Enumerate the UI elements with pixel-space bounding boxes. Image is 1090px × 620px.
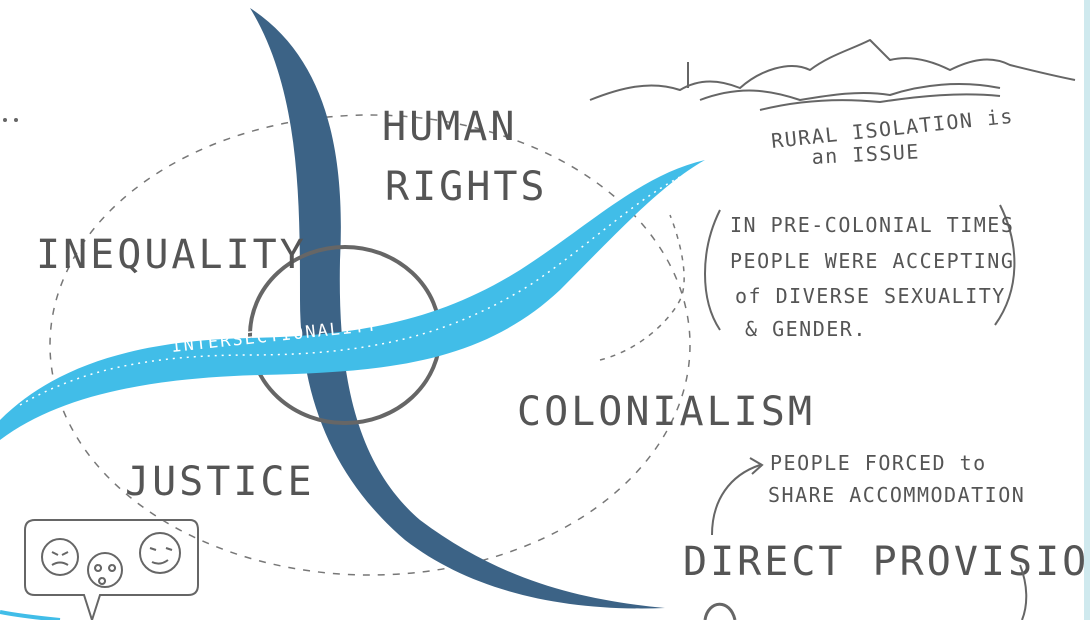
faces-speech-bubble-icon bbox=[24, 519, 199, 620]
direct-provision-bracket bbox=[1019, 564, 1028, 620]
mountains-icon bbox=[589, 39, 1076, 111]
inequality-label: INEQUALITY bbox=[36, 232, 307, 278]
dashed-connector bbox=[599, 214, 685, 361]
forced-line1: PEOPLE FORCED to bbox=[770, 451, 987, 475]
blue-arc-fragment bbox=[0, 610, 61, 620]
dashed-cycle-ellipse bbox=[49, 114, 691, 576]
light-blue-band bbox=[0, 160, 705, 440]
direct-provision-label: DIRECT PROVISION bbox=[683, 539, 1090, 585]
right-edge-strip bbox=[1084, 0, 1090, 620]
precolonial-bracket-left bbox=[704, 209, 721, 331]
precolonial-line1: IN PRE-COLONIAL TIMES bbox=[730, 213, 1014, 237]
arrow-curve bbox=[711, 464, 761, 536]
partial-shape bbox=[703, 602, 737, 620]
ellipsis-dots bbox=[3, 118, 18, 122]
precolonial-line4: & GENDER. bbox=[745, 317, 867, 341]
justice-label: JUSTICE bbox=[125, 459, 315, 505]
precolonial-bracket-right bbox=[994, 204, 1016, 326]
rural-note-line2: an ISSUE bbox=[811, 139, 920, 169]
colonialism-label: COLONIALISM bbox=[517, 389, 815, 435]
light-band-dashes bbox=[19, 171, 691, 406]
forced-line2: SHARE ACCOMMODATION bbox=[768, 483, 1025, 507]
human-rights-line1: HUMAN bbox=[382, 104, 517, 150]
human-rights-line2: RIGHTS bbox=[385, 164, 548, 210]
precolonial-line3: of DIVERSE SEXUALITY bbox=[735, 284, 1006, 308]
arrow-head-icon bbox=[749, 457, 764, 475]
precolonial-line2: PEOPLE WERE ACCEPTING bbox=[730, 249, 1014, 273]
dark-blue-band bbox=[250, 8, 665, 609]
